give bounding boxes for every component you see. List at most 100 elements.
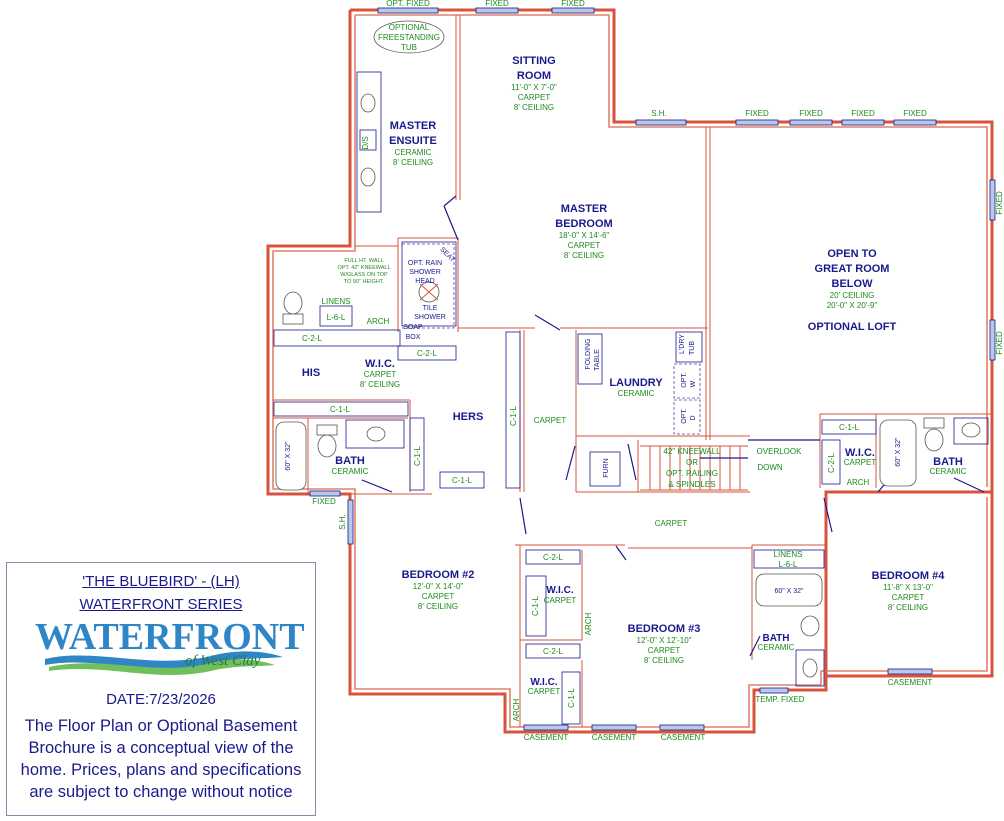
window-label: FIXED <box>561 0 585 8</box>
bedroom3-ceiling: 8' CEILING <box>644 656 684 665</box>
toilet-icon <box>800 615 820 637</box>
half-wall-note-4: TO 90" HEIGHT. <box>344 279 385 285</box>
info-box: 'THE BLUEBIRD' - (LH) WATERFRONT SERIES … <box>6 562 316 816</box>
ldry-tub-2: TUB <box>689 341 696 355</box>
sitting-room-name-2: ROOM <box>517 70 551 82</box>
linens-mid: LINENS <box>774 550 803 559</box>
toilet-icon <box>317 434 337 458</box>
overlook-label: OVERLOOK <box>757 447 803 456</box>
disclaimer-line: Brochure is a conceptual view of the <box>28 739 294 757</box>
master-bedroom-name-2: BEDROOM <box>555 218 612 230</box>
cabinet-c1l: C-1-L <box>452 476 473 485</box>
bedroom3-floor: CARPET <box>648 646 681 655</box>
hall-carpet-mid: CARPET <box>655 519 688 528</box>
window-label: CASEMENT <box>888 678 933 687</box>
hers-closet-name: HERS <box>453 411 484 423</box>
disclaimer-line: are subject to change without notice <box>29 783 293 801</box>
master-ensuite-name-2: ENSUITE <box>389 135 437 147</box>
linens-left: LINENS <box>322 297 351 306</box>
window-label: FIXED <box>903 109 927 118</box>
window-label: S.H. <box>338 514 347 530</box>
bath-mid-floor: CERAMIC <box>758 643 795 652</box>
opt-w-2: W <box>690 380 697 387</box>
plan-series: WATERFRONT SERIES <box>79 596 243 613</box>
bath-left-floor: CERAMIC <box>332 467 369 476</box>
shower-label-1: OPT. RAIN <box>408 260 442 267</box>
stairs <box>640 439 820 491</box>
disclaimer-line: home. Prices, plans and specifications <box>20 761 302 779</box>
bedroom3-size: 12'-0" X 12'-10" <box>637 636 692 645</box>
master-bedroom-size: 18'-0" X 14'-6" <box>559 231 610 240</box>
bath-right-name: BATH <box>933 456 963 468</box>
tile-shower-2: SHOWER <box>414 314 446 321</box>
sink-icon <box>366 426 386 442</box>
half-wall-note-3: W/GLASS ON TOP <box>340 272 388 278</box>
windows <box>309 7 996 731</box>
logo-wordmark: WATERFRONT <box>35 616 305 658</box>
sitting-room-floor: CARPET <box>518 93 551 102</box>
tub-icon <box>879 419 917 487</box>
great-room-ceiling: 20' CEILING <box>830 291 875 300</box>
great-room-size: 20'-0" X 20'-9" <box>827 301 878 310</box>
tub-label-2: FREESTANDING <box>378 33 440 42</box>
sink-icon <box>360 93 376 113</box>
sitting-room-ceiling: 8' CEILING <box>514 103 554 112</box>
window-label: FIXED <box>745 109 769 118</box>
cabinet-c2l: C-2-L <box>827 452 836 473</box>
logo-wave-icon <box>45 651 283 675</box>
hall-carpet-left: CARPET <box>534 416 567 425</box>
sink-icon <box>961 422 981 438</box>
bedroom2-ceiling: 8' CEILING <box>418 602 458 611</box>
sink-icon <box>360 167 376 187</box>
window-label: FIXED <box>485 0 509 8</box>
master-ensuite-name-1: MASTER <box>390 120 437 132</box>
tub-icon <box>275 421 307 491</box>
tile-shower-1: TILE <box>423 305 438 312</box>
misc-labels: CARPET CARPET OVERLOOK DOWN 42" KNEEWALL… <box>285 23 902 721</box>
sink-icon <box>802 658 818 678</box>
master-wic-floor: CARPET <box>364 370 397 379</box>
bedroom2-size: 12'-0" X 14'-0" <box>413 582 464 591</box>
kneewall-1: 42" KNEEWALL <box>663 447 721 456</box>
great-room-name-2: GREAT ROOM <box>815 263 890 275</box>
bedroom4-ceiling: 8' CEILING <box>888 603 928 612</box>
soap-box-1: SOAP <box>403 324 423 331</box>
bedroom3-name: BEDROOM #3 <box>628 623 701 635</box>
doors <box>361 195 985 657</box>
tub-label-1: OPTIONAL <box>389 23 430 32</box>
cabinet-labels: C-2-L C-2-L C-1-L C-1-L C-1-L C-1-L C-1-… <box>302 334 860 708</box>
bedroom4-name: BEDROOM #4 <box>872 570 946 582</box>
sitting-room-size: 11'-0" X 7'-0" <box>511 83 557 92</box>
window-label: FIXED <box>851 109 875 118</box>
l6l-mid: L-6-L <box>779 560 798 569</box>
arch-master: ARCH <box>367 317 390 326</box>
master-wic-ceiling: 8' CEILING <box>360 380 400 389</box>
bath-mid-name: BATH <box>762 633 789 644</box>
laundry-name: LAUNDRY <box>609 377 663 389</box>
arch-right: ARCH <box>847 478 870 487</box>
down-label: DOWN <box>757 463 783 472</box>
master-bedroom-ceiling: 8' CEILING <box>564 251 604 260</box>
window-label: CASEMENT <box>524 733 569 742</box>
wic-b2-floor: CARPET <box>544 596 577 605</box>
cabinet-c2l: C-2-L <box>543 647 564 656</box>
his-closet-name: HIS <box>302 367 320 379</box>
window-label: CASEMENT <box>661 733 706 742</box>
waterfront-logo: WATERFRONT of West Clay <box>35 615 305 677</box>
l6l-left: L-6-L <box>327 313 346 322</box>
plan-title: 'THE BLUEBIRD' - (LH) <box>82 573 240 590</box>
opt-w-1: OPT. <box>681 372 688 388</box>
bath-right-floor: CERAMIC <box>930 467 967 476</box>
cabinet-c1l: C-1-L <box>413 445 422 466</box>
master-bedroom-floor: CARPET <box>568 241 601 250</box>
wic-b2-name: W.I.C. <box>546 585 573 596</box>
window-label: S.H. <box>651 109 667 118</box>
ds-label: D/S <box>361 136 370 149</box>
arch-b2: ARCH <box>584 612 593 635</box>
room-labels: SITTING ROOM 11'-0" X 7'-0" CARPET 8' CE… <box>302 55 967 696</box>
bedroom2-name: BEDROOM #2 <box>402 569 475 581</box>
tub-label-3: TUB <box>401 43 417 52</box>
arch-b3: ARCH <box>512 698 521 721</box>
window-labels: OPT. FIXED FIXED FIXED S.H. FIXED FIXED … <box>312 0 1004 742</box>
